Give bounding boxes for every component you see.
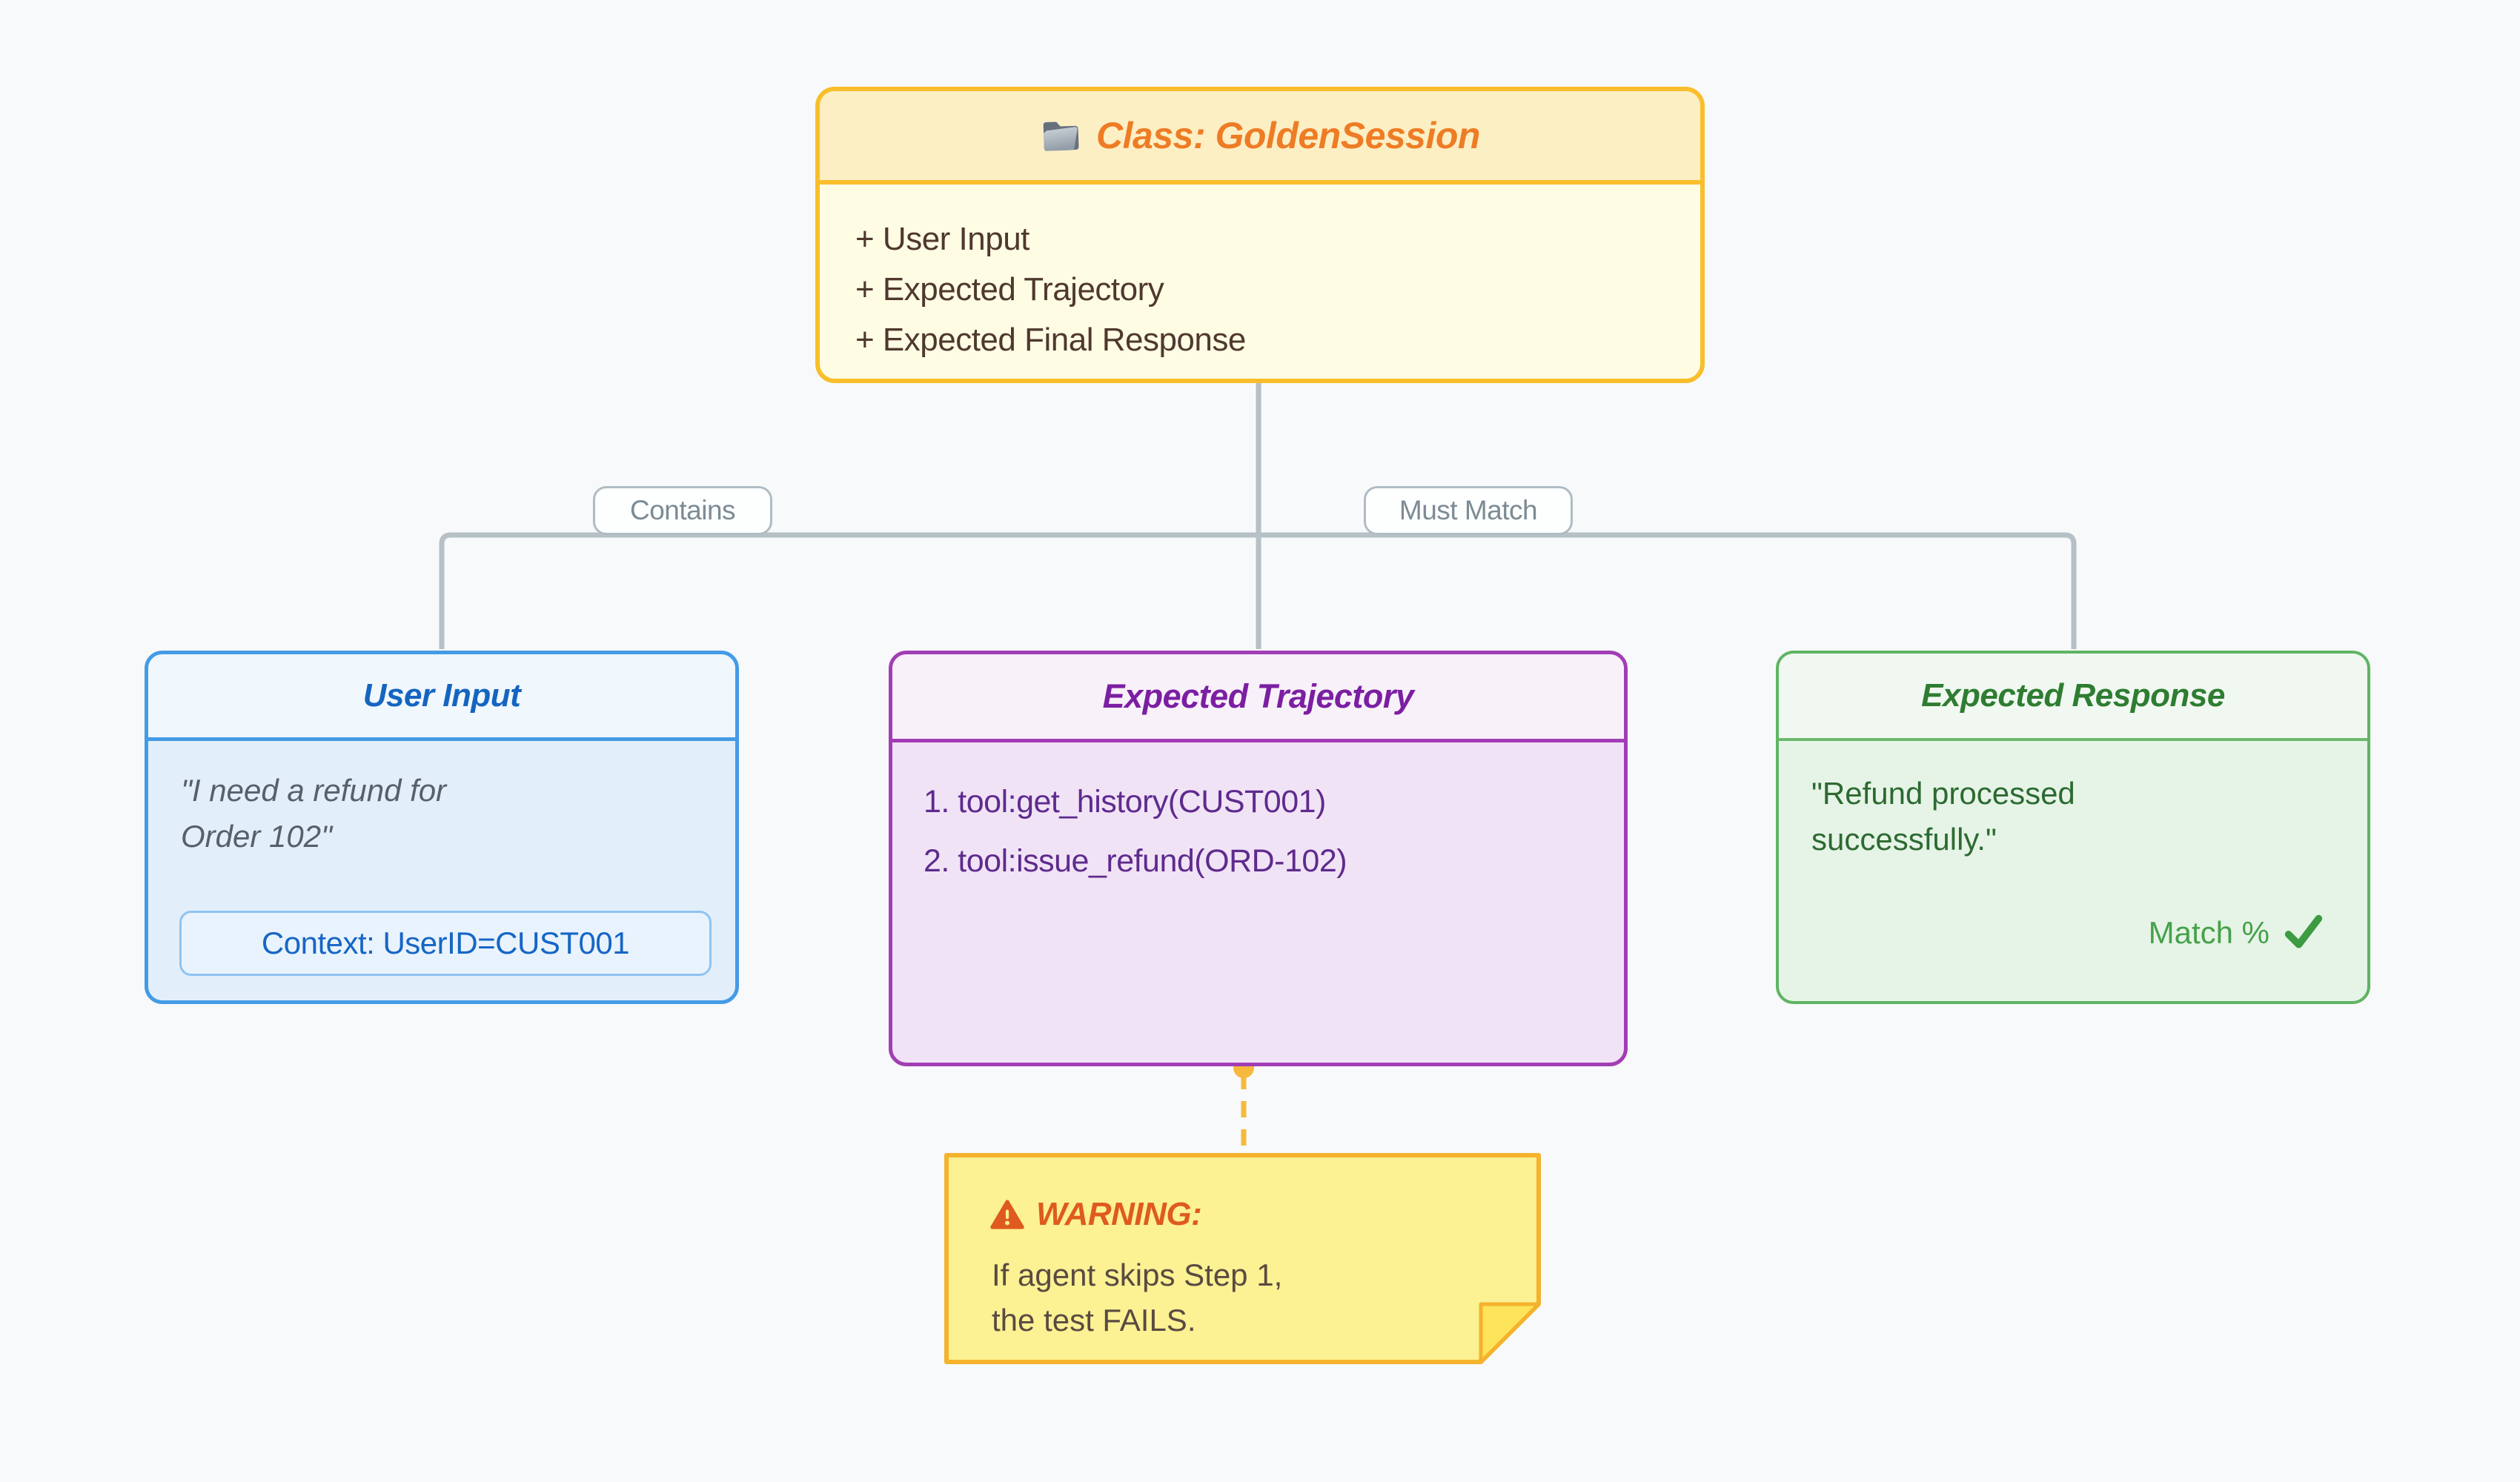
expected-trajectory-node: Expected Trajectory 1. tool:get_history(… bbox=[889, 651, 1628, 1066]
sticky-note-shape bbox=[944, 1153, 1541, 1364]
match-percent-row: Match % bbox=[2149, 914, 2324, 951]
class-attribute: + User Input bbox=[855, 221, 1029, 257]
expected-response-header: Expected Response bbox=[1779, 654, 2367, 741]
match-percent-label: Match % bbox=[2148, 915, 2269, 950]
expected-response-quote-line: successfully." bbox=[1811, 822, 1997, 857]
edge-label-must-match: Must Match bbox=[1364, 486, 1573, 535]
warning-text-line: the test FAILS. bbox=[992, 1303, 1196, 1338]
edge-bus bbox=[439, 532, 2077, 649]
class-goldensession-header: Class: GoldenSession bbox=[820, 91, 1700, 185]
user-input-quote-line: "I need a refund for bbox=[181, 773, 447, 808]
expected-response-quote-line: "Refund processed bbox=[1811, 776, 2075, 811]
class-attribute: + Expected Final Response bbox=[855, 322, 1246, 358]
edge-label-contains-text: Contains bbox=[629, 495, 736, 525]
context-pill-text: Context: UserID=CUST001 bbox=[261, 926, 630, 960]
warning-icon bbox=[990, 1199, 1024, 1230]
user-input-node: User Input "I need a refund for Order 10… bbox=[145, 651, 739, 1004]
edge-label-must-match-text: Must Match bbox=[1399, 495, 1538, 525]
edge-label-contains: Contains bbox=[593, 486, 772, 535]
check-icon bbox=[2283, 914, 2324, 951]
warning-title-row: WARNING: bbox=[990, 1196, 1202, 1233]
expected-response-title: Expected Response bbox=[1921, 677, 2225, 714]
expected-trajectory-header: Expected Trajectory bbox=[892, 654, 1624, 742]
user-input-quote: "I need a refund for Order 102" bbox=[181, 768, 735, 860]
trajectory-step: 1. tool:get_history(CUST001) bbox=[924, 784, 1326, 820]
class-title: Class: GoldenSession bbox=[1096, 115, 1480, 156]
warning-text: If agent skips Step 1, the test FAILS. bbox=[992, 1252, 1282, 1343]
expected-response-node: Expected Response "Refund processed succ… bbox=[1776, 651, 2370, 1004]
class-goldensession-node: Class: GoldenSession + User Input + Expe… bbox=[815, 87, 1705, 383]
context-pill: Context: UserID=CUST001 bbox=[179, 911, 712, 976]
class-attribute: + Expected Trajectory bbox=[855, 271, 1164, 308]
user-input-header: User Input bbox=[148, 654, 735, 741]
trajectory-step: 2. tool:issue_refund(ORD-102) bbox=[924, 843, 1347, 879]
warning-text-line: If agent skips Step 1, bbox=[992, 1257, 1283, 1292]
class-attribute-list: + User Input + Expected Trajectory + Exp… bbox=[820, 185, 1700, 365]
expected-response-quote: "Refund processed successfully." bbox=[1811, 771, 2367, 863]
user-input-title: User Input bbox=[362, 677, 521, 714]
trajectory-step-list: 1. tool:get_history(CUST001) 2. tool:iss… bbox=[924, 772, 1624, 891]
user-input-quote-line: Order 102" bbox=[181, 819, 333, 854]
warning-note: WARNING: If agent skips Step 1, the test… bbox=[943, 1152, 1545, 1368]
warning-title: WARNING: bbox=[1036, 1196, 1202, 1232]
folder-icon bbox=[1040, 118, 1080, 153]
expected-trajectory-title: Expected Trajectory bbox=[1102, 677, 1414, 715]
folded-corner bbox=[1479, 1302, 1541, 1364]
